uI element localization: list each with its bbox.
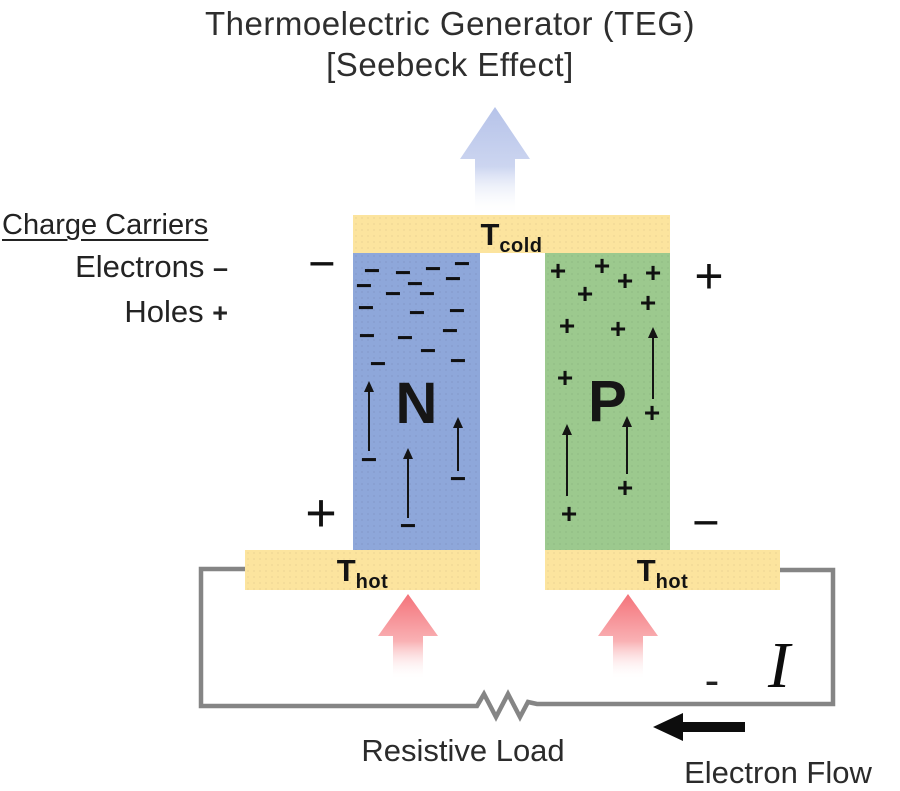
hole-symbol: +	[556, 362, 574, 393]
electron-symbol: −	[424, 253, 442, 284]
electron-flow-arrow-icon	[653, 713, 745, 741]
hole-symbol: +	[576, 278, 594, 309]
current-symbol: I	[768, 629, 790, 702]
diffusion-arrow-icon	[364, 381, 374, 451]
hole-symbol: +	[639, 287, 657, 318]
charge-carriers-legend: Charge Carriers Electrons – Holes +	[0, 205, 256, 335]
hole-symbol: +	[644, 257, 662, 288]
electron-symbol: −	[357, 292, 375, 323]
diffusion-arrow-icon	[648, 327, 658, 399]
hole-symbol: +	[560, 498, 578, 529]
hole-symbol: +	[549, 255, 567, 286]
resistive-load-label: Resistive Load	[361, 733, 565, 768]
t-hot-right-symbol: T	[636, 552, 656, 588]
electron-symbol: −	[448, 295, 466, 326]
hole-symbol: +	[609, 313, 627, 344]
wire-and-resistor-path	[198, 566, 836, 722]
title-line-2: [Seebeck Effect]	[326, 46, 574, 83]
electron-symbol: −	[363, 255, 381, 286]
current-negative-sign: -	[704, 656, 720, 705]
legend-title: Charge Carriers	[2, 209, 209, 241]
cold-plate: Tcold	[353, 215, 670, 256]
hole-symbol: +	[212, 298, 228, 328]
column-p-particles: ++++++++++++	[545, 250, 670, 550]
hot-plate-right: Thot	[545, 550, 780, 592]
electron-symbol: −	[444, 263, 462, 294]
diffusion-arrow-icon	[453, 417, 463, 471]
legend-item-holes: Holes +	[0, 290, 256, 335]
electron-symbol: −	[369, 348, 387, 379]
diffusion-arrow-icon	[622, 416, 632, 474]
hole-symbol: +	[616, 472, 634, 503]
t-hot-left-symbol: T	[336, 552, 356, 588]
electron-symbol: −	[394, 257, 412, 288]
t-hot-right-label: Thot	[636, 552, 689, 592]
t-hot-left-subscript: hot	[355, 570, 389, 593]
t-hot-right-subscript: hot	[655, 570, 689, 593]
t-cold-symbol: T	[480, 216, 500, 252]
t-hot-left-label: Thot	[336, 552, 389, 592]
heat-in-arrow-left-icon	[378, 594, 438, 680]
electron-symbol: −	[406, 268, 424, 299]
column-n-arrows	[353, 253, 480, 550]
column-p-arrows	[545, 253, 670, 550]
electron-flow-label: Electron Flow	[684, 755, 872, 790]
hole-symbol: +	[643, 397, 661, 428]
column-n-particles: −−−−−−−−−−−−−−−−−−−−−	[353, 248, 480, 550]
electron-symbol: −	[449, 463, 467, 494]
electron-symbol: −	[358, 320, 376, 351]
electron-symbol: −	[384, 278, 402, 309]
electron-symbol: −	[441, 315, 459, 346]
p-top-terminal-sign: +	[694, 248, 724, 304]
electron-symbol: –	[212, 253, 228, 283]
electron-symbol: −	[418, 278, 436, 309]
t-cold-subscript: cold	[499, 234, 543, 257]
electron-symbol: −	[449, 345, 467, 376]
p-bottom-terminal-sign: −	[692, 495, 720, 549]
electron-symbol: −	[453, 248, 471, 279]
t-cold-label: Tcold	[480, 216, 542, 256]
diagram-title: Thermoelectric Generator (TEG) [Seebeck …	[0, 3, 900, 85]
n-type-column: −−−−−−−−−−−−−−−−−−−−− N	[353, 248, 480, 550]
electron-symbol: −	[396, 322, 414, 353]
p-column-label: P	[588, 369, 627, 434]
legend-holes-label: Holes	[124, 294, 204, 329]
electron-symbol: −	[360, 444, 378, 475]
n-bottom-terminal-sign: +	[305, 483, 337, 543]
legend-electrons-label: Electrons	[75, 249, 205, 284]
diffusion-arrow-icon	[562, 424, 572, 496]
hole-symbol: +	[558, 310, 576, 341]
diffusion-arrow-icon	[403, 448, 413, 518]
electron-symbol: −	[399, 510, 417, 541]
electron-symbol: −	[419, 335, 437, 366]
n-column-label: N	[395, 371, 438, 436]
hot-plate-left: Thot	[245, 550, 480, 592]
heat-in-arrow-right-icon	[598, 594, 658, 680]
title-line-1: Thermoelectric Generator (TEG)	[205, 5, 695, 42]
electron-symbol: −	[355, 270, 373, 301]
n-top-terminal-sign: −	[308, 236, 336, 290]
legend-item-electrons: Electrons –	[0, 245, 256, 290]
heat-out-arrow-icon	[460, 107, 530, 215]
electron-symbol: −	[408, 297, 426, 328]
hole-symbol: +	[616, 265, 634, 296]
hole-symbol: +	[593, 250, 611, 281]
p-type-column: ++++++++++++ P	[545, 250, 670, 550]
